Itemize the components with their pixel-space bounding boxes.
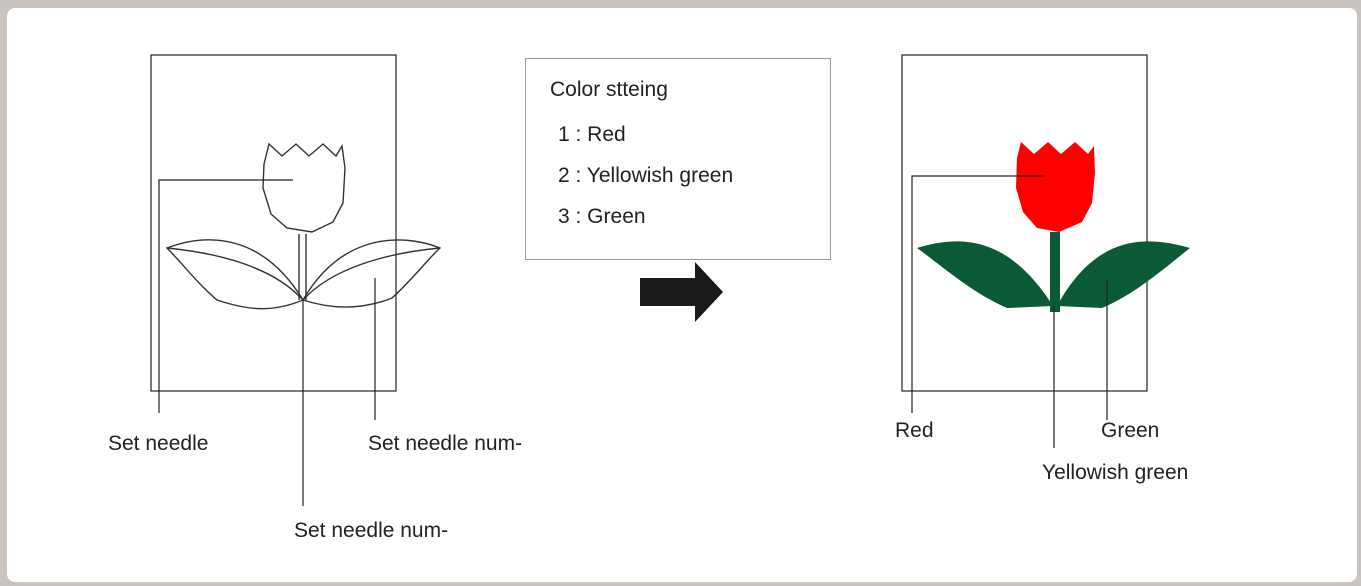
left-label-flower: Set needle [108,432,209,455]
left-stem-outline [298,234,307,300]
right-design-frame [901,54,1148,392]
right-arrow-icon [640,262,723,322]
diagram-canvas [150,54,1190,506]
right-leaf-right [1057,241,1190,308]
right-label-flower: Red [895,419,934,442]
left-design-frame [150,54,397,392]
left-label-leaves: Set needle num- [368,432,523,455]
right-leader-flower [911,175,1043,413]
legend-item-red: 1 : Red [558,123,626,146]
color-setting-legend: Color stteing 1 : Red 2 : Yellowish gree… [525,58,831,260]
right-stem-green [1050,232,1060,312]
left-leaf-right [301,239,442,308]
left-leaf-left [165,239,305,310]
right-leaf-left [917,241,1053,308]
right-label-leaves: Green [1101,419,1160,442]
legend-item-yellowish-green: 2 : Yellowish green [558,164,734,187]
legend-title: Color stteing [550,78,668,101]
legend-item-green: 3 : Green [558,205,646,228]
left-label-stem: Set needle num- [294,519,449,542]
left-flower-outline [262,142,346,233]
left-leader-flower [158,179,293,413]
right-label-stem: Yellowish green [1042,461,1189,484]
right-flower-red [1016,142,1095,232]
diagram-panel: Color stteing 1 : Red 2 : Yellowish gree… [7,8,1357,582]
